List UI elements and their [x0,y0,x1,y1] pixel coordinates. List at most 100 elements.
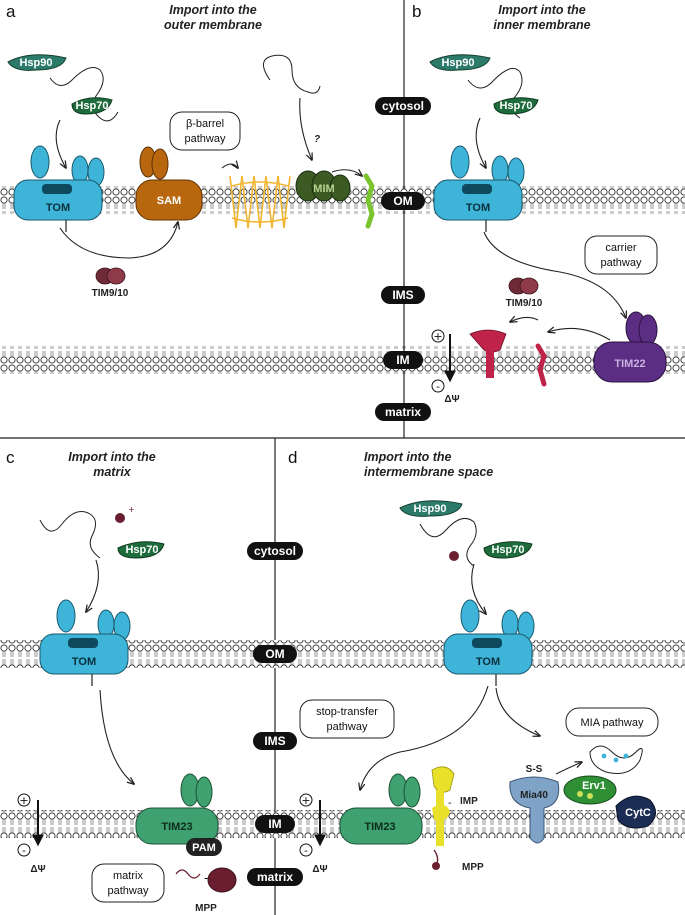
svg-text:-: - [22,844,26,857]
inner-membrane-top [0,346,685,374]
svg-text:cytosol: cytosol [254,544,296,558]
panel-title-c-line1: Import into the [68,450,156,464]
hsp70-chaperone-c: Hsp70 [117,541,165,559]
precursor-chain-a [49,67,119,122]
svg-text:TIM9/10: TIM9/10 [506,298,543,309]
carrier-pathway-label: carrier pathway [584,235,658,275]
hsp70-chaperone-d: Hsp70 [483,541,533,559]
presequence-d [449,551,459,561]
panel-title-b-line2: inner membrane [493,18,590,32]
svg-text:TIM23: TIM23 [364,821,395,833]
tom-complex-c: TOM [39,599,131,686]
arrow-tom-to-tim22 [483,231,626,318]
mpp-protease-c: - MPP [175,867,237,914]
svg-text:-: - [436,380,440,393]
svg-text:CytC: CytC [625,807,651,819]
svg-text:Hsp70: Hsp70 [499,100,532,112]
mim-complex: MIM [295,170,351,202]
arrow-sam-to-barrel [221,164,238,168]
svg-text:-: - [304,844,308,857]
compartment-om-top: OM [381,192,425,210]
cytochrome-c: CytC [615,795,656,829]
compartment-im-top: IM [383,351,423,369]
arrow-tom-to-tim23-d [360,685,489,790]
mpp-protease-d: MPP [432,849,484,873]
svg-text:TOM: TOM [476,656,500,668]
svg-text:TOM: TOM [46,202,70,214]
panel-title-d-line1: Import into the [364,450,452,464]
svg-text:ΔΨ: ΔΨ [30,864,45,875]
arrow-to-tom-c [86,559,99,612]
precursor-chain-c [39,511,101,559]
svg-text:TIM22: TIM22 [614,358,645,370]
svg-text:MPP: MPP [195,903,217,914]
presequence-c: + [115,505,135,523]
compartment-om-bottom: OM [253,645,297,663]
compartment-ims-top: IMS [381,286,425,304]
svg-text:TOM: TOM [72,656,96,668]
svg-text:matrix: matrix [257,870,293,884]
sam-complex: SAM [135,146,203,221]
hsp90-chaperone-d: Hsp90 [399,500,463,517]
panel-letter-c: c [6,448,15,467]
svg-text:pathway: pathway [185,133,226,145]
svg-text:SAM: SAM [157,195,181,207]
svg-text:TIM23: TIM23 [161,821,192,833]
matrix-pathway-label: matrix pathway [91,863,165,903]
svg-text:+: + [128,505,135,514]
tim9-10-chaperone-a: TIM9/10 [92,267,129,299]
arrow-to-mim [299,97,312,160]
svg-text:S-S: S-S [526,764,543,775]
svg-text:TOM: TOM [466,202,490,214]
compartment-matrix-bottom: matrix [247,868,303,886]
arrow-to-tom-d [471,563,486,614]
erv1-sulfhydryl-oxidase: Erv1 [563,775,617,805]
svg-text:IM: IM [396,353,409,367]
tom-complex-b: TOM [433,145,525,232]
svg-text:IMS: IMS [264,734,285,748]
tim23-complex-d: TIM23 [339,773,423,845]
svg-text:Mia40: Mia40 [520,790,548,801]
arrow-tim22-to-carrier [548,328,611,341]
compartment-cytosol-top: cytosol [375,97,431,115]
panel-title-b-line1: Import into the [498,3,586,17]
svg-text:matrix: matrix [113,870,143,882]
carrier-protein-inserted [469,329,507,378]
beta-barrel-protein [229,175,291,229]
svg-text:Erv1: Erv1 [582,780,606,792]
stop-transfer-pathway-label: stop-transfer pathway [299,699,395,739]
compartment-im-bottom: IM [255,815,295,833]
pam-complex: PAM [186,838,222,856]
panel-title-d-line2: intermembrane space [364,465,493,479]
svg-text:+: + [19,794,28,807]
imp-protease-substrate: - IMP [431,766,478,846]
arrow-tom-to-tim23-c [99,689,134,784]
svg-text:cytosol: cytosol [382,99,424,113]
precursor-chain-d [419,517,477,567]
question-mark-label: ? [314,134,320,145]
svg-text:IM: IM [268,817,281,831]
tim9-10-chaperone-b: TIM9/10 [506,277,543,309]
membrane-potential-d: + - ΔΨ [299,793,328,875]
panel-letter-a: a [6,2,16,21]
svg-text:Hsp90: Hsp90 [441,57,474,69]
panel-title-a-line1: Import into the [169,3,257,17]
svg-text:pathway: pathway [108,885,149,897]
compartment-matrix-top: matrix [375,403,431,421]
carrier-protein-helix [535,343,547,387]
hsp70-chaperone-b: Hsp70 [493,97,539,115]
svg-text:PAM: PAM [192,842,216,854]
membrane-potential-top: + - ΔΨ [431,329,460,405]
svg-text:TIM9/10: TIM9/10 [92,288,129,299]
tim23-complex-c: TIM23 [135,773,219,845]
arrow-mia40-to-substrate [555,762,582,775]
svg-text:+: + [301,794,310,807]
svg-text:Hsp90: Hsp90 [413,503,446,515]
mia40-oxidoreductase: S-S Mia40 [509,764,560,844]
svg-text:Hsp70: Hsp70 [75,100,108,112]
inserted-helical-protein [363,173,375,229]
svg-text:IMP: IMP [460,796,478,807]
compartment-ims-bottom: IMS [253,732,297,750]
svg-text:MIM: MIM [313,183,334,195]
